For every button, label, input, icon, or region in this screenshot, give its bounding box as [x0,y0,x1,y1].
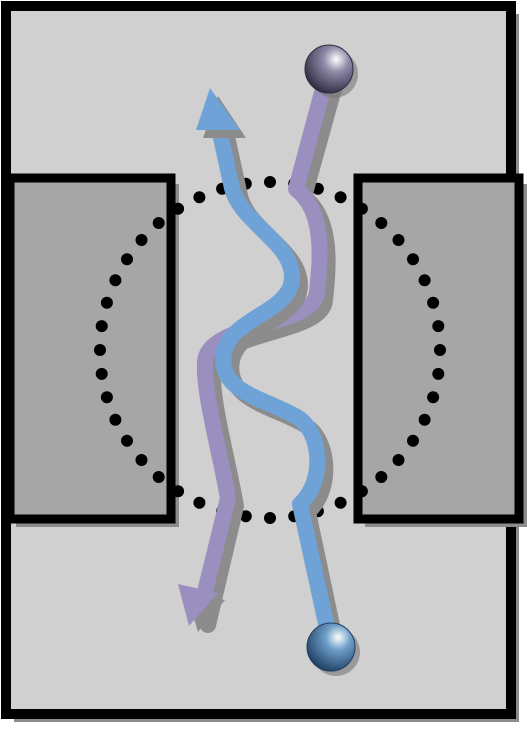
dot [375,471,388,483]
dot [193,191,206,204]
dot [432,367,445,380]
dot [95,320,108,333]
dot [100,391,113,404]
dot [355,202,368,215]
dot [418,274,431,287]
dot [172,202,185,215]
bottom-sphere-ball [306,622,356,672]
dot [94,344,106,356]
dot [427,391,440,404]
blue-particle-path [196,88,345,657]
top-sphere [304,44,358,98]
dot [152,217,165,229]
dot [334,191,347,204]
dot [407,434,419,447]
dot [109,413,122,426]
dot [95,367,108,380]
top-sphere-ball [304,44,354,94]
dot [434,344,446,356]
dot [264,512,276,524]
blue-arrowhead [196,88,240,130]
dot [355,485,368,498]
dot [121,434,133,447]
dot [152,471,165,483]
dot [264,176,276,188]
dot [121,253,133,266]
purple-arrowhead [178,584,218,626]
dot [427,296,440,309]
blue-path [210,116,338,650]
dot [407,253,419,266]
dot [392,454,405,466]
dot [100,296,113,309]
dot [239,510,252,523]
bottom-sphere [306,622,360,676]
dot [135,234,148,246]
dot [135,454,148,466]
dot [109,274,122,287]
dot [392,234,405,246]
dot [432,320,445,333]
dot [172,485,185,498]
dot [334,496,347,509]
dot [418,413,431,426]
left-block [5,173,176,524]
dot [193,496,206,509]
dot [375,217,388,229]
